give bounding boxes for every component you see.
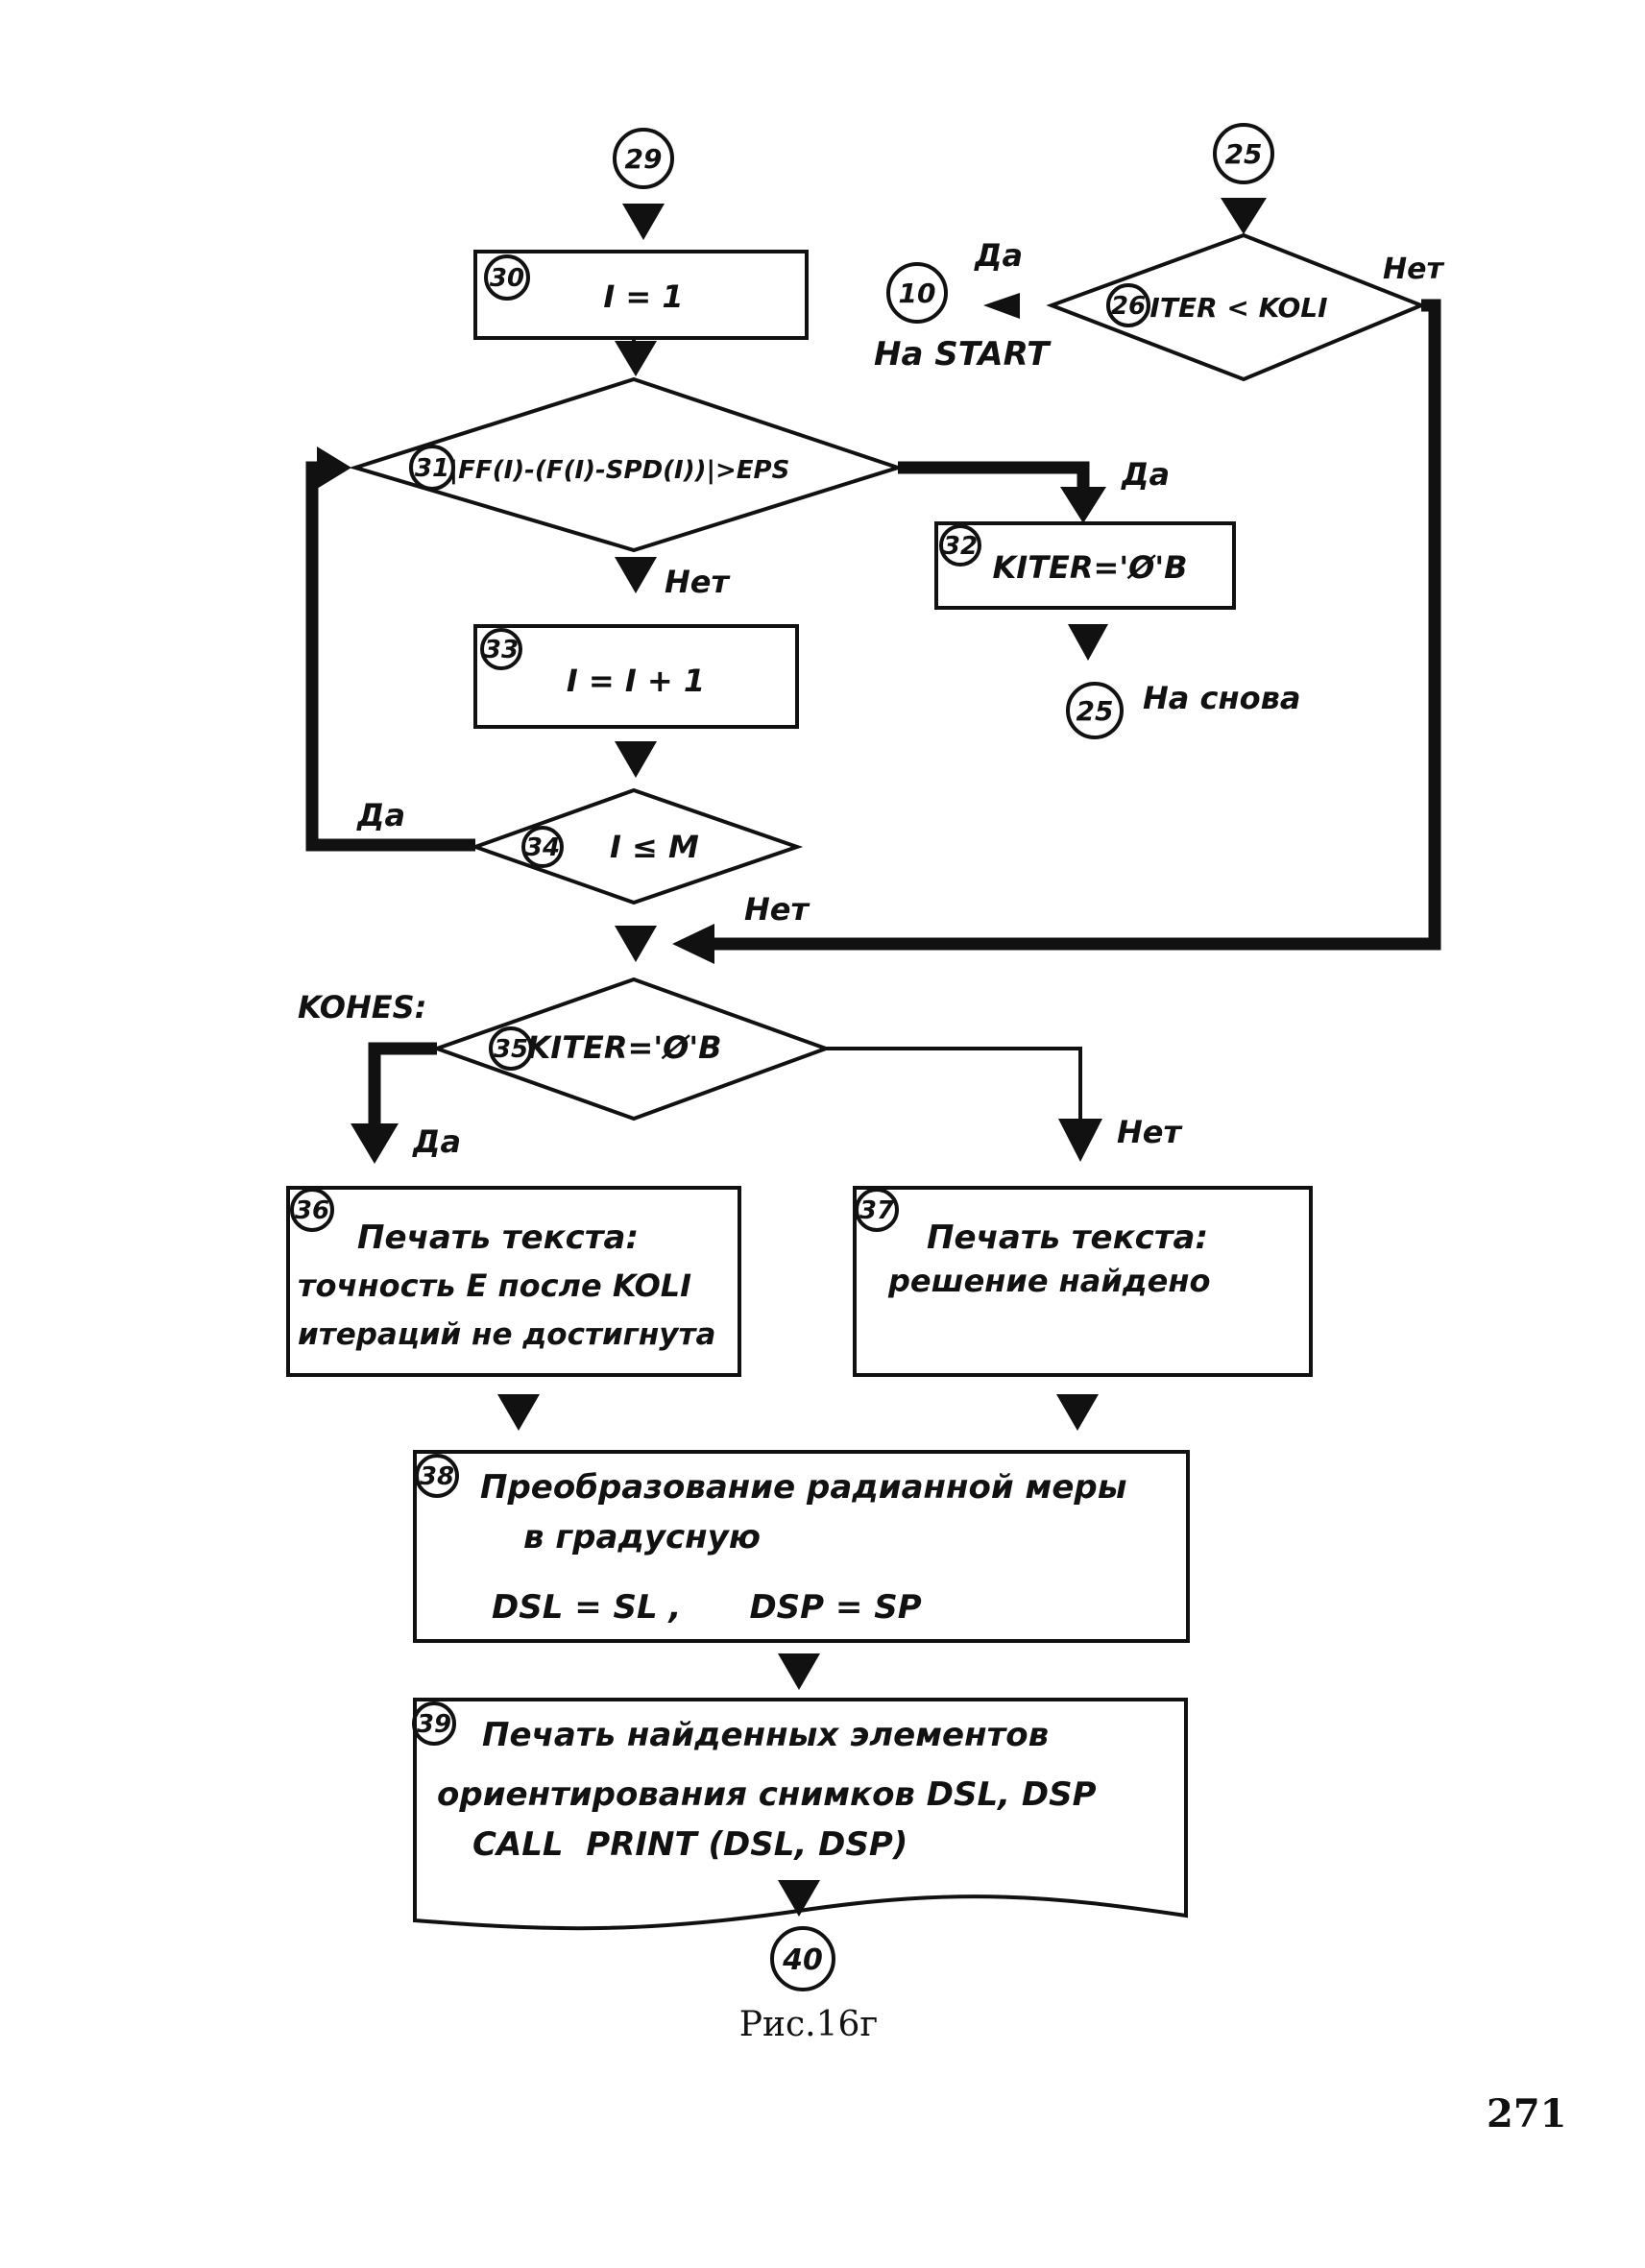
block-36-line-3: итераций не достигнута bbox=[298, 1317, 715, 1352]
block-32-num: 32 bbox=[943, 532, 978, 561]
connector-10: 10 bbox=[886, 262, 948, 324]
label-again: На снова bbox=[1143, 680, 1300, 716]
block-37-line-2: решение найдено bbox=[887, 1263, 1210, 1299]
decision-34-text: I ≤ M bbox=[610, 829, 699, 865]
arrow-29-to-30 bbox=[622, 204, 665, 240]
loop-34-to-31 bbox=[305, 461, 475, 852]
label-35-no: Нет bbox=[1117, 1114, 1183, 1150]
block-39: 39 Печать найденных элементов ориентиров… bbox=[412, 1698, 1188, 1931]
label-26-yes: Да bbox=[974, 237, 1023, 274]
arrow-33-to-34 bbox=[615, 741, 657, 778]
block-33-num: 33 bbox=[484, 636, 519, 664]
arrow-39-to-40 bbox=[778, 1880, 820, 1917]
decision-31: 31 |FF(I)-(F(I)-SPD(I))|>EPS bbox=[349, 376, 905, 553]
line-31-yes bbox=[898, 461, 1090, 492]
block-36-line-2: точность Е после KOLI bbox=[298, 1267, 691, 1304]
arrow-25-to-26 bbox=[1221, 198, 1267, 234]
arrow-26-to-10 bbox=[983, 293, 1020, 319]
block-39-line-2: ориентирования снимков DSL, DSP bbox=[437, 1775, 1097, 1814]
decision-35-text: KITER='Ø'B bbox=[526, 1029, 721, 1066]
decision-26: 26 ITER < KOLI bbox=[1046, 232, 1427, 382]
block-33-text: I = I + 1 bbox=[567, 663, 705, 699]
arrow-35-to-36 bbox=[351, 1123, 399, 1164]
block-39-line-3: CALL PRINT (DSL, DSP) bbox=[472, 1825, 907, 1864]
arrow-38-to-39 bbox=[778, 1653, 820, 1690]
line-35-yes bbox=[368, 1042, 437, 1128]
decision-35: 35 KITER='Ø'B bbox=[431, 977, 832, 1122]
connector-40: 40 bbox=[770, 1926, 835, 1991]
connector-25-top-label: 25 bbox=[1225, 138, 1263, 170]
block-32-text: KITER='Ø'B bbox=[992, 549, 1187, 586]
block-36-line-1: Печать текста: bbox=[357, 1218, 639, 1257]
decision-31-num: 31 bbox=[415, 454, 449, 483]
decision-31-text: |FF(I)-(F(I)-SPD(I))|>EPS bbox=[449, 456, 790, 485]
line-26-no-to-merge bbox=[713, 299, 1441, 951]
decision-35-num: 35 bbox=[494, 1035, 528, 1064]
block-37-num: 37 bbox=[859, 1196, 895, 1225]
connector-25-again-label: 25 bbox=[1077, 695, 1114, 727]
decision-26-num: 26 bbox=[1111, 292, 1146, 321]
figure-caption: Рис.16г bbox=[739, 2005, 879, 2044]
block-38: 38 Преобразование радианной меры в граду… bbox=[413, 1450, 1190, 1643]
connector-25-again: 25 bbox=[1066, 682, 1124, 739]
arrow-26-no-to-merge bbox=[672, 924, 714, 964]
block-39-line-1: Печать найденных элементов bbox=[482, 1716, 1049, 1754]
decision-26-text: ITER < KOLI bbox=[1149, 292, 1327, 324]
arrow-35-to-37 bbox=[1058, 1119, 1102, 1162]
arrow-37-to-38 bbox=[1056, 1394, 1099, 1431]
label-31-no: Нет bbox=[665, 564, 731, 600]
label-to-start: На START bbox=[874, 335, 1052, 374]
page-number: 271 bbox=[1487, 2091, 1567, 2136]
label-26-no: Нет bbox=[1383, 253, 1444, 286]
block-30-text: I = 1 bbox=[603, 278, 683, 315]
block-32: 32 KITER='Ø'B bbox=[934, 521, 1236, 610]
connector-29-label: 29 bbox=[625, 143, 663, 175]
block-38-line-1: Преобразование радианной меры bbox=[480, 1468, 1126, 1507]
arrow-31-to-33 bbox=[615, 557, 657, 593]
block-39-num: 39 bbox=[417, 1710, 451, 1739]
block-38-num: 38 bbox=[420, 1462, 454, 1491]
block-38-line-3: DSL = SL , DSP = SP bbox=[492, 1588, 922, 1627]
label-34-yes: Да bbox=[356, 797, 405, 833]
block-36-num: 36 bbox=[295, 1196, 329, 1225]
arrow-36-to-38 bbox=[497, 1394, 540, 1431]
label-kones: KOHES: bbox=[298, 989, 426, 1025]
block-30: 30 I = 1 bbox=[473, 250, 809, 340]
line-35-no bbox=[826, 1047, 1082, 1119]
block-37-line-1: Печать текста: bbox=[927, 1218, 1208, 1257]
arrow-30-to-31 bbox=[615, 341, 657, 376]
decision-34-num: 34 bbox=[525, 833, 560, 862]
decision-34: 34 I ≤ M bbox=[470, 787, 804, 905]
block-30-num: 30 bbox=[490, 264, 524, 293]
block-36: 36 Печать текста: точность Е после KOLI … bbox=[286, 1186, 741, 1377]
connector-10-label: 10 bbox=[899, 277, 936, 309]
arrow-34-to-merge bbox=[615, 926, 657, 962]
arrow-loop-to-31 bbox=[317, 446, 351, 489]
label-31-yes: Да bbox=[1121, 456, 1170, 493]
label-34-no: Нет bbox=[744, 891, 810, 928]
block-38-line-2: в градусную bbox=[523, 1518, 761, 1556]
block-33: 33 I = I + 1 bbox=[473, 624, 799, 729]
label-35-yes: Да bbox=[412, 1123, 461, 1160]
arrow-31-to-32 bbox=[1060, 487, 1106, 523]
connector-29: 29 bbox=[613, 128, 674, 189]
connector-25-top: 25 bbox=[1213, 123, 1274, 184]
connector-40-label: 40 bbox=[782, 1943, 823, 1977]
arrow-32-to-25 bbox=[1068, 624, 1108, 661]
block-37: 37 Печать текста: решение найдено bbox=[853, 1186, 1313, 1377]
